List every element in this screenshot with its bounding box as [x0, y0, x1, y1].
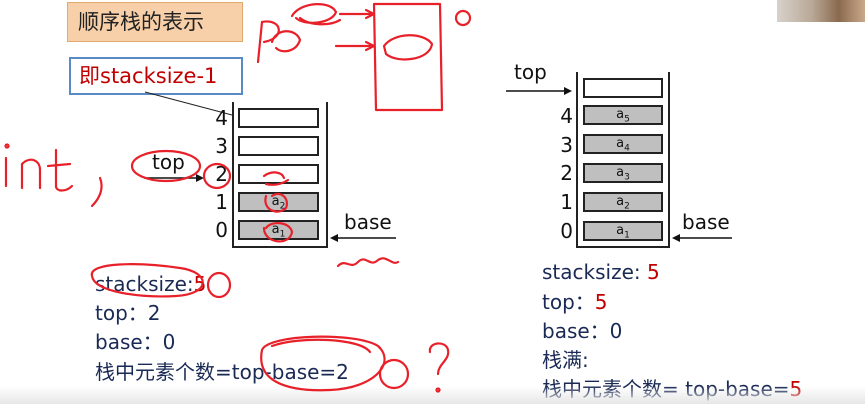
left-top-label: top [152, 150, 185, 174]
right-top-text: top： [542, 290, 595, 314]
left-cell-1-text: a [271, 194, 280, 209]
left-stack-wall-right [326, 102, 328, 248]
left-cell-0-sub: 1 [279, 229, 286, 240]
right-cell-2: a3 [583, 163, 663, 183]
left-top-arrow [144, 174, 204, 182]
left-cell-0-text: a [271, 222, 280, 237]
right-stack-floor [576, 246, 670, 248]
right-top-value: 5 [594, 290, 608, 314]
left-base-label: base [344, 210, 392, 234]
right-top-cell [583, 78, 663, 98]
right-cell-3-sub: 4 [624, 143, 630, 154]
ink-letter-p [256, 20, 280, 64]
left-index-0: 0 [215, 218, 228, 242]
ink-circle-value-5 [206, 271, 232, 299]
right-cell-1-text: a [616, 194, 625, 209]
right-top-arrow [506, 87, 572, 95]
left-cell-1-sub: 2 [279, 201, 286, 212]
ink-cell2-mark [262, 171, 290, 186]
ink-circle-top-base-2 [270, 338, 372, 354]
ink-int-n [20, 158, 42, 190]
right-cell-3-text: a [616, 136, 625, 151]
left-base-arrow [330, 234, 396, 242]
right-stacksize-value: 5 [646, 260, 660, 284]
right-cell-3: a4 [583, 134, 663, 154]
right-top-line: top：5 [542, 288, 608, 317]
left-stack-floor [232, 246, 328, 248]
right-index-0: 0 [560, 219, 573, 243]
right-cell-1-sub: 2 [624, 201, 630, 212]
left-index-3: 3 [215, 134, 228, 158]
left-cell-3 [238, 136, 319, 156]
left-index-2: 2 [215, 162, 228, 186]
webcam-thumbnail [777, 0, 865, 22]
ink-int-comma [90, 176, 103, 208]
ink-arrow-1 [338, 8, 376, 20]
right-stacksize-label: stacksize: [542, 260, 641, 284]
right-cell-0: a1 [583, 221, 663, 241]
ink-circle-a1 [262, 222, 294, 243]
bottom-shade [0, 386, 865, 404]
right-cell-4: a5 [583, 105, 663, 125]
right-full-line: 栈满: [542, 348, 589, 372]
slide-title: 顺序栈的表示 [67, 2, 243, 42]
ink-top-scribble [290, 3, 342, 26]
right-index-3: 3 [560, 133, 573, 157]
ink-int-dot [4, 143, 10, 149]
ink-small-circle [454, 9, 472, 27]
left-index-4: 4 [215, 106, 228, 130]
left-cell-0: a1 [238, 220, 319, 240]
ink-circle-stacksize [90, 263, 204, 298]
left-index-1: 1 [215, 190, 228, 214]
ink-question-dot [435, 387, 441, 393]
right-base-label: base [682, 210, 730, 234]
right-stacksize-line: stacksize: 5 [542, 258, 660, 287]
right-cell-4-sub: 5 [624, 114, 630, 125]
left-base-line: base：0 [95, 330, 176, 354]
left-cell-4 [238, 108, 319, 128]
ink-int-t [46, 148, 74, 192]
right-cell-2-text: a [616, 165, 625, 180]
right-cell-4-text: a [616, 107, 625, 122]
ink-question-mark [428, 342, 450, 376]
right-cell-0-text: a [616, 223, 625, 238]
ink-box-oval [382, 34, 434, 61]
right-cell-0-sub: 1 [624, 230, 630, 241]
left-stack-wall-left [232, 102, 234, 248]
ink-circle-result-2 [378, 358, 410, 390]
ink-squiggle-base [336, 257, 400, 268]
ink-tall-box [372, 2, 444, 112]
ink-circle-top [130, 149, 202, 183]
right-stack-wall-left [576, 72, 578, 248]
right-top-label: top [514, 60, 547, 84]
ink-circle-a2 [264, 192, 288, 213]
right-cell-1: a2 [583, 192, 663, 212]
ink-bracket-shape [270, 30, 302, 53]
ink-arrow-2 [334, 40, 376, 52]
right-index-2: 2 [560, 161, 573, 185]
right-index-1: 1 [560, 190, 573, 214]
right-stack-wall-right [668, 72, 670, 248]
right-index-4: 4 [560, 104, 573, 128]
ink-circle-index-2 [202, 162, 232, 190]
left-top-line: top：2 [95, 301, 161, 325]
right-cell-2-sub: 3 [624, 172, 630, 183]
left-count-line: 栈中元素个数=top-base=2 [95, 360, 349, 384]
right-base-line: base：0 [542, 319, 623, 343]
right-base-arrow [672, 234, 732, 242]
left-stacksize-label: stacksize: [95, 272, 194, 296]
callout-box: 即stacksize-1 [69, 57, 243, 95]
